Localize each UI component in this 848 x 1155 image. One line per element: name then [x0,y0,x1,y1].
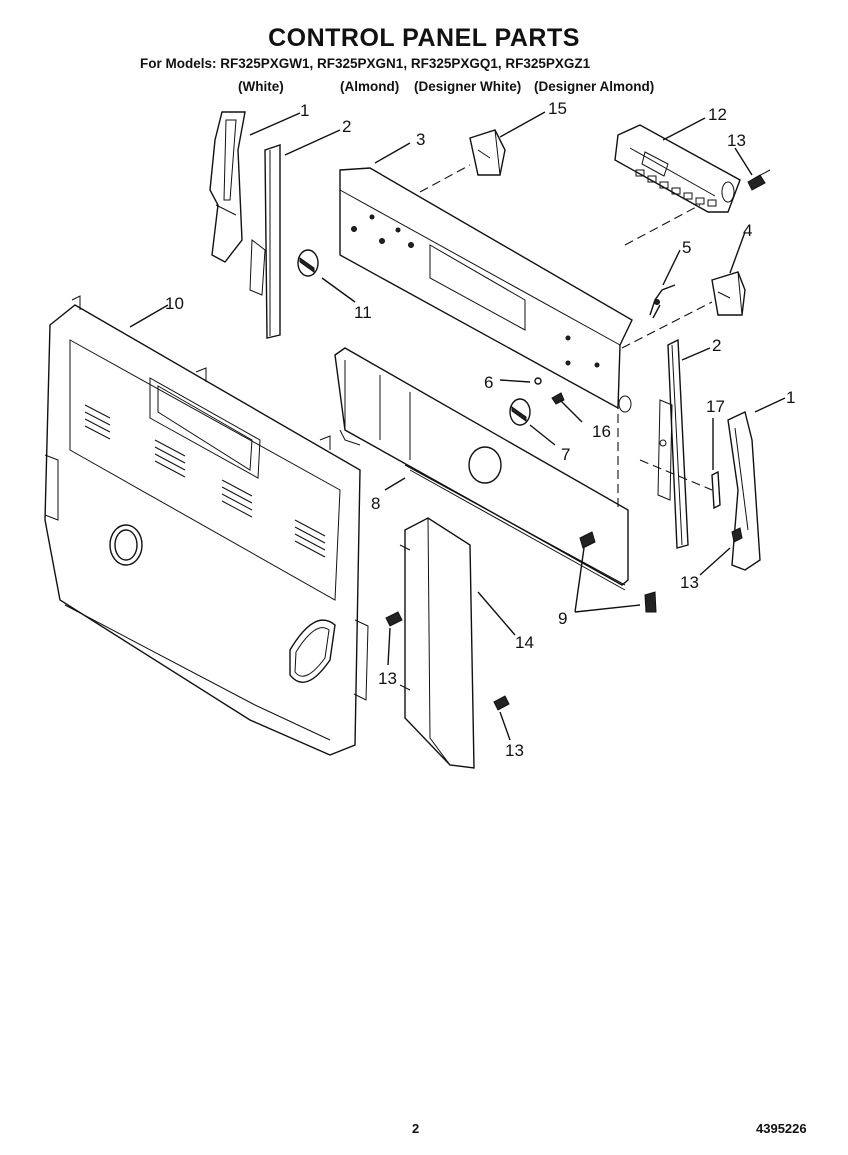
diagram-title: CONTROL PANEL PARTS [268,24,580,52]
callout-10: 10 [165,294,184,313]
part-2-left-side-trim [249,144,281,339]
variant-designer-almond: (Designer Almond) [534,79,655,94]
callout-2b: 2 [712,336,721,355]
callout-8: 8 [371,494,380,513]
callout-14: 14 [515,633,534,652]
callout-9: 9 [558,609,567,628]
variant-white: (White) [238,79,284,94]
part-13-screw-right [731,527,743,543]
callout-11: 11 [354,303,372,322]
part-13-screw-bottom [493,695,510,711]
models-line: For Models: RF325PXGW1, RF325PXGN1, RF32… [140,56,591,71]
leader-lines [129,111,786,741]
callout-7: 7 [561,445,570,464]
part-17-clip [711,470,721,510]
callout-13: 13 [727,131,746,150]
part-9-fastener-b [644,591,657,613]
part-3-control-panel [339,167,633,413]
callout-15: 15 [548,99,567,118]
part-6-clip [534,377,542,385]
part-13-screw-top [747,169,771,191]
callout-1b: 1 [786,388,795,407]
part-1-left-end-cap [209,111,246,263]
part-4-switch [711,271,746,316]
callout-2: 2 [342,117,351,136]
document-number: 4395226 [756,1121,807,1136]
part-12-touch-control [614,124,741,213]
part-13-screw-left [385,611,403,627]
callout-13c: 13 [378,669,397,688]
page-number: 2 [412,1121,420,1136]
variant-almond: (Almond) [340,79,400,94]
alignment-lines [419,164,713,510]
callout-6: 6 [484,373,493,392]
callout-3: 3 [416,130,425,149]
part-7-knob [509,398,531,426]
callout-1: 1 [300,101,309,120]
callout-13d: 13 [505,741,524,760]
callout-5: 5 [682,238,691,257]
callout-4: 4 [743,221,752,240]
part-5-harness [649,284,676,319]
part-15-switch [469,129,506,176]
part-11-knob [297,249,319,277]
part-8-inner-frame [334,347,629,591]
part-2-right-side-trim [657,338,689,549]
callout-numbers: 1 2 3 15 12 13 4 5 10 11 2 6 16 7 17 1 8… [165,99,795,760]
part-1-right-end-cap [727,411,761,571]
callout-17: 17 [706,397,725,416]
variant-designer-white: (Designer White) [414,79,522,94]
part-9-fastener-a [579,531,596,549]
part-10-rear-panel [44,295,369,756]
part-14-bracket [399,517,475,769]
callout-13b: 13 [680,573,699,592]
callout-12: 12 [708,105,727,124]
callout-16: 16 [592,422,611,441]
